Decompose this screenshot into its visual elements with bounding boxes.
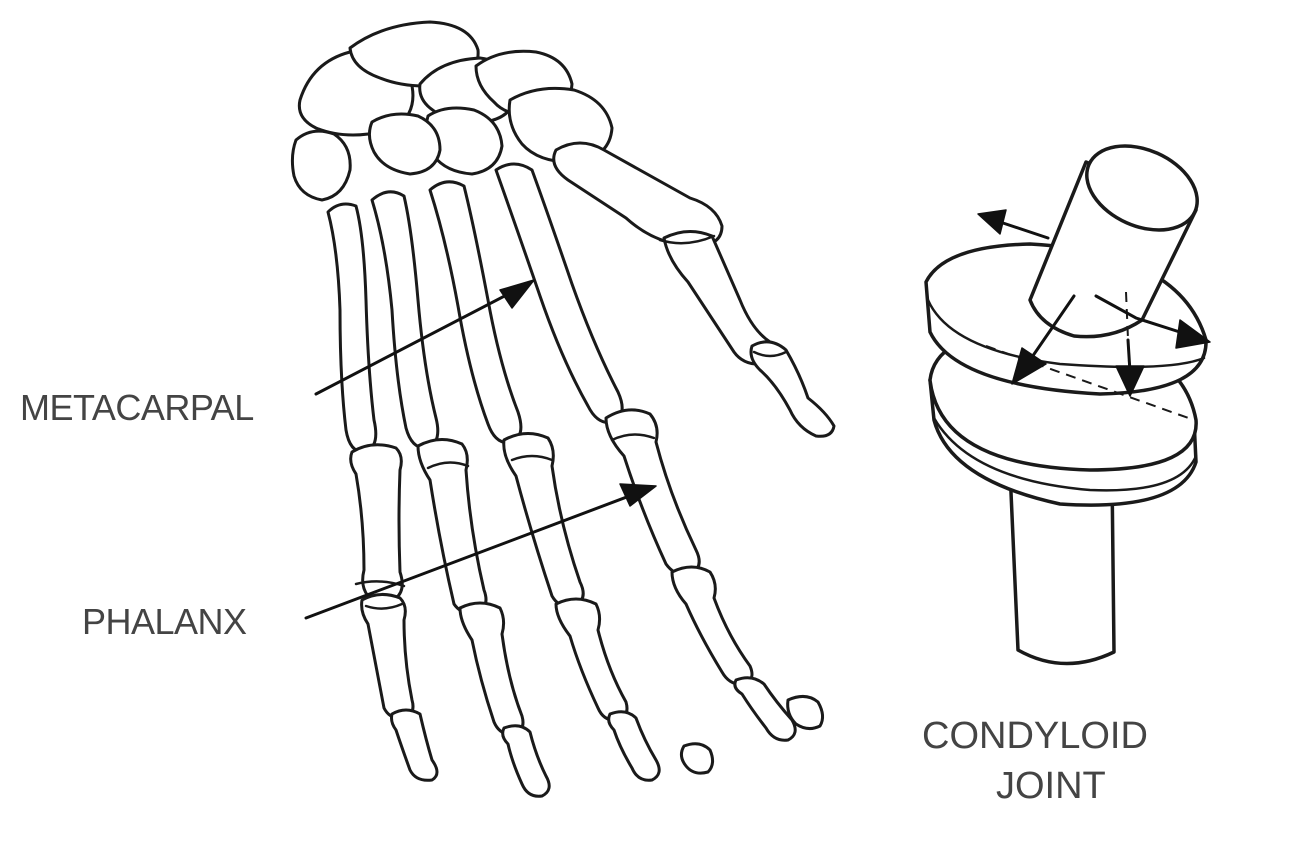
finger-4-distal-phalanx <box>733 676 797 742</box>
metacarpal-leader-line <box>314 286 522 396</box>
phalanx-leader <box>304 483 657 620</box>
finger-4-joint-mark <box>610 433 656 442</box>
finger-4-tip <box>786 695 825 731</box>
finger-2-proximal-phalanx <box>416 438 488 615</box>
thumb <box>552 141 836 438</box>
motion-arrow-right-head <box>1175 319 1211 349</box>
phalanx-leader-line <box>304 490 642 620</box>
joint-label-line-1: CONDYLOID <box>922 715 1148 757</box>
carpal-pisiform <box>290 129 352 202</box>
finger-4-proximal-phalanx <box>604 408 701 577</box>
finger-2-distal-phalanx <box>501 724 551 798</box>
finger-1-middle-phalanx <box>360 593 415 720</box>
thumb-distal-phalanx <box>749 340 836 438</box>
finger-2-metacarpal <box>370 190 440 450</box>
motion-arrow-small-down-head <box>1115 365 1145 397</box>
finger-4 <box>494 162 797 742</box>
motion-arrow-right-line <box>1094 294 1188 336</box>
phalanx-arrowhead <box>619 483 657 507</box>
lower-ring-groove <box>932 416 1198 492</box>
phalanx-label: PHALANX <box>82 601 247 642</box>
finger-3-tip <box>679 742 715 775</box>
finger-tips <box>679 695 825 775</box>
metacarpal-arrowhead <box>499 279 535 309</box>
finger-3-proximal-phalanx <box>502 432 585 609</box>
finger-1-proximal-phalanx <box>349 443 404 603</box>
joint-label-line-2: JOINT <box>996 765 1106 807</box>
finger-1-joint-mark <box>354 580 406 588</box>
carpal-trapezoid <box>367 112 442 176</box>
finger-2-middle-phalanx <box>458 601 525 736</box>
finger-1-joint-mark-2 <box>364 602 404 610</box>
finger-3-joint-mark <box>510 454 554 462</box>
finger-4-middle-phalanx <box>670 565 754 686</box>
finger-1-distal-phalanx <box>390 708 439 782</box>
motion-arrow-left-head <box>977 209 1007 235</box>
upper-disc-edge <box>926 298 1206 369</box>
carpal-bones <box>290 20 614 202</box>
hand-skeleton <box>290 20 836 798</box>
upper-cylinder-top <box>1085 144 1199 232</box>
motion-arrow-down-line <box>1028 294 1076 362</box>
finger-3-distal-phalanx <box>607 710 661 782</box>
finger-1-metacarpal <box>326 202 378 454</box>
thumb-ip-joint-mark <box>752 350 788 358</box>
finger-1 <box>326 202 439 782</box>
metacarpal-leader <box>314 279 535 396</box>
thumb-joint-mark <box>658 234 716 245</box>
motion-arrow-down-head <box>1011 347 1047 385</box>
finger-3-middle-phalanx <box>554 597 629 722</box>
finger-2-joint-mark <box>426 461 470 470</box>
metacarpal-label: METACARPAL <box>20 387 254 428</box>
lower-shaft <box>1008 468 1116 666</box>
condyloid-joint-model <box>924 144 1211 666</box>
finger-2 <box>370 190 551 798</box>
